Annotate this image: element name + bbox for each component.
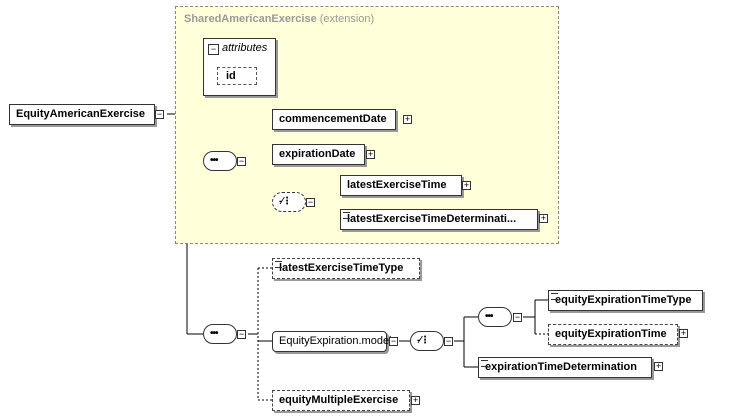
element-equity-multiple-exercise[interactable]: equityMultipleExercise [272,390,410,411]
element-label: equityExpirationTimeType [555,294,692,306]
choice-compositor[interactable]: -⁄⋮ [410,331,444,351]
element-latest-exercise-time-determination[interactable]: latestExerciseTimeDeterminati... [340,209,538,230]
element-latest-exercise-time[interactable]: latestExerciseTime [340,175,462,196]
attributes-label: attributes [222,42,268,54]
extension-base-name: SharedAmericanExercise [184,13,317,25]
collapse-icon[interactable]: − [208,44,219,55]
collapse-icon[interactable]: − [155,109,164,119]
expand-icon[interactable]: + [654,361,663,371]
attributes-group: −attributes id [203,38,276,96]
expand-icon[interactable]: + [679,328,688,338]
element-label: expirationDate [279,148,356,160]
attribute-id[interactable]: id [217,67,257,85]
sequence-compositor[interactable]: ••• [203,324,237,344]
expand-icon[interactable]: + [403,114,412,124]
element-label: commencementDate [279,113,387,125]
element-equity-expiration-time-type[interactable]: equityExpirationTimeType [548,290,703,311]
documentation-icon [343,212,350,219]
element-expiration-time-determination[interactable]: expirationTimeDetermination [478,357,652,378]
documentation-icon [551,293,558,300]
collapse-icon[interactable]: − [306,197,315,207]
attributes-header[interactable]: −attributes [208,42,268,55]
collapse-icon[interactable]: − [237,329,246,339]
group-equity-expiration-model[interactable]: EquityExpiration.model [272,331,392,352]
extension-title: SharedAmericanExercise (extension) [184,13,374,25]
element-expiration-date[interactable]: expirationDate [272,144,365,165]
element-latest-exercise-time-type[interactable]: latestExerciseTimeType [272,258,420,279]
group-label: EquityExpiration.model [279,335,392,347]
collapse-icon[interactable]: − [513,312,522,322]
element-label: latestExerciseTimeType [279,262,404,274]
choice-icon: -⁄⋮ [417,335,430,346]
collapse-icon[interactable]: − [389,336,398,346]
element-label: latestExerciseTime [347,179,447,191]
choice-icon: -⁄⋮ [279,196,292,207]
sequence-compositor[interactable]: ••• [478,307,512,327]
sequence-icon: ••• [485,311,493,322]
expand-icon[interactable]: + [366,149,375,159]
choice-compositor[interactable]: -⁄⋮ [272,192,306,212]
expand-icon[interactable]: + [462,180,471,190]
sequence-icon: ••• [210,328,218,339]
element-label: equityExpirationTime [555,328,667,340]
collapse-icon[interactable]: − [444,336,453,346]
element-commencement-date[interactable]: commencementDate [272,109,396,130]
element-label: latestExerciseTimeDeterminati... [347,213,517,225]
root-element-label: EquityAmericanExercise [16,108,146,120]
extension-qualifier: (extension) [319,13,375,25]
sequence-compositor[interactable]: ••• [203,151,237,171]
collapse-icon[interactable]: − [237,156,246,166]
expand-icon[interactable]: + [539,213,548,223]
sequence-icon: ••• [210,155,218,166]
element-equity-expiration-time[interactable]: equityExpirationTime [548,324,678,345]
element-label: expirationTimeDetermination [485,361,637,373]
element-label: equityMultipleExercise [279,394,399,406]
documentation-icon [481,360,488,367]
expand-icon[interactable]: + [411,395,420,405]
root-element-node[interactable]: EquityAmericanExercise [9,104,155,125]
documentation-icon [275,261,282,268]
